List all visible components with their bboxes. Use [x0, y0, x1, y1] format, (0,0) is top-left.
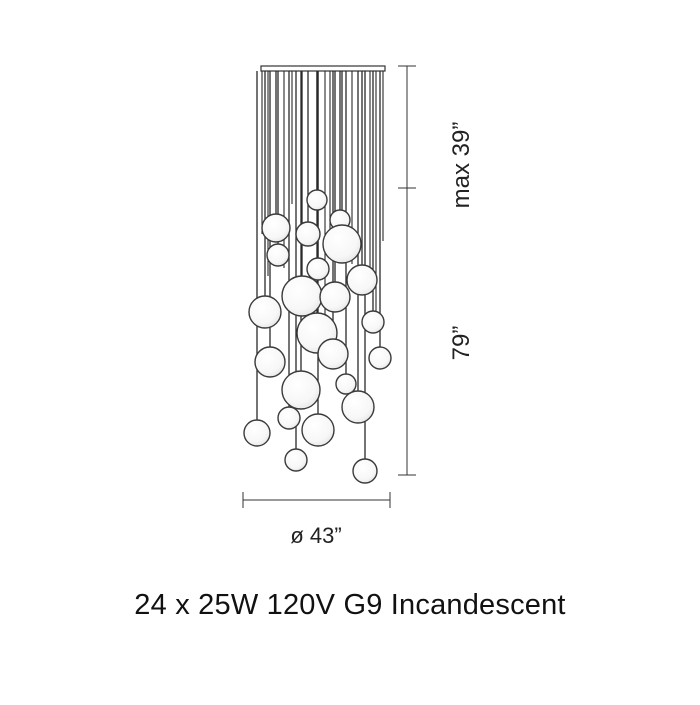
glass-globe — [306, 257, 330, 281]
max-drop-label: max 39” — [448, 122, 475, 209]
glass-globe — [352, 458, 378, 484]
glass-globe — [306, 189, 328, 211]
glass-globe — [277, 406, 301, 430]
glass-globe — [361, 310, 385, 334]
glass-globe — [254, 346, 286, 378]
glass-globe — [341, 390, 375, 424]
lamp-spec-caption: 24 x 25W 120V G9 Incandescent — [134, 589, 566, 621]
glass-globe — [301, 413, 335, 447]
height-dimension — [398, 65, 416, 476]
glass-globe — [266, 243, 290, 267]
glass-globe — [261, 213, 291, 243]
glass-globe — [346, 264, 378, 296]
glass-globe — [284, 448, 308, 472]
glass-globe — [248, 295, 282, 329]
diameter-dimension — [242, 492, 391, 508]
glass-globe — [243, 419, 271, 447]
glass-globe — [322, 224, 362, 264]
glass-globe — [317, 338, 349, 370]
ceiling-canopy — [260, 65, 386, 72]
diameter-label: ø 43” — [290, 523, 341, 548]
pendant-fixture — [243, 71, 392, 484]
glass-globe — [319, 281, 351, 313]
glass-globe — [335, 373, 357, 395]
glass-globe — [368, 346, 392, 370]
height-label: 79” — [448, 326, 475, 361]
glass-globe — [281, 275, 323, 317]
glass-globe — [295, 221, 321, 247]
glass-globe — [281, 370, 321, 410]
